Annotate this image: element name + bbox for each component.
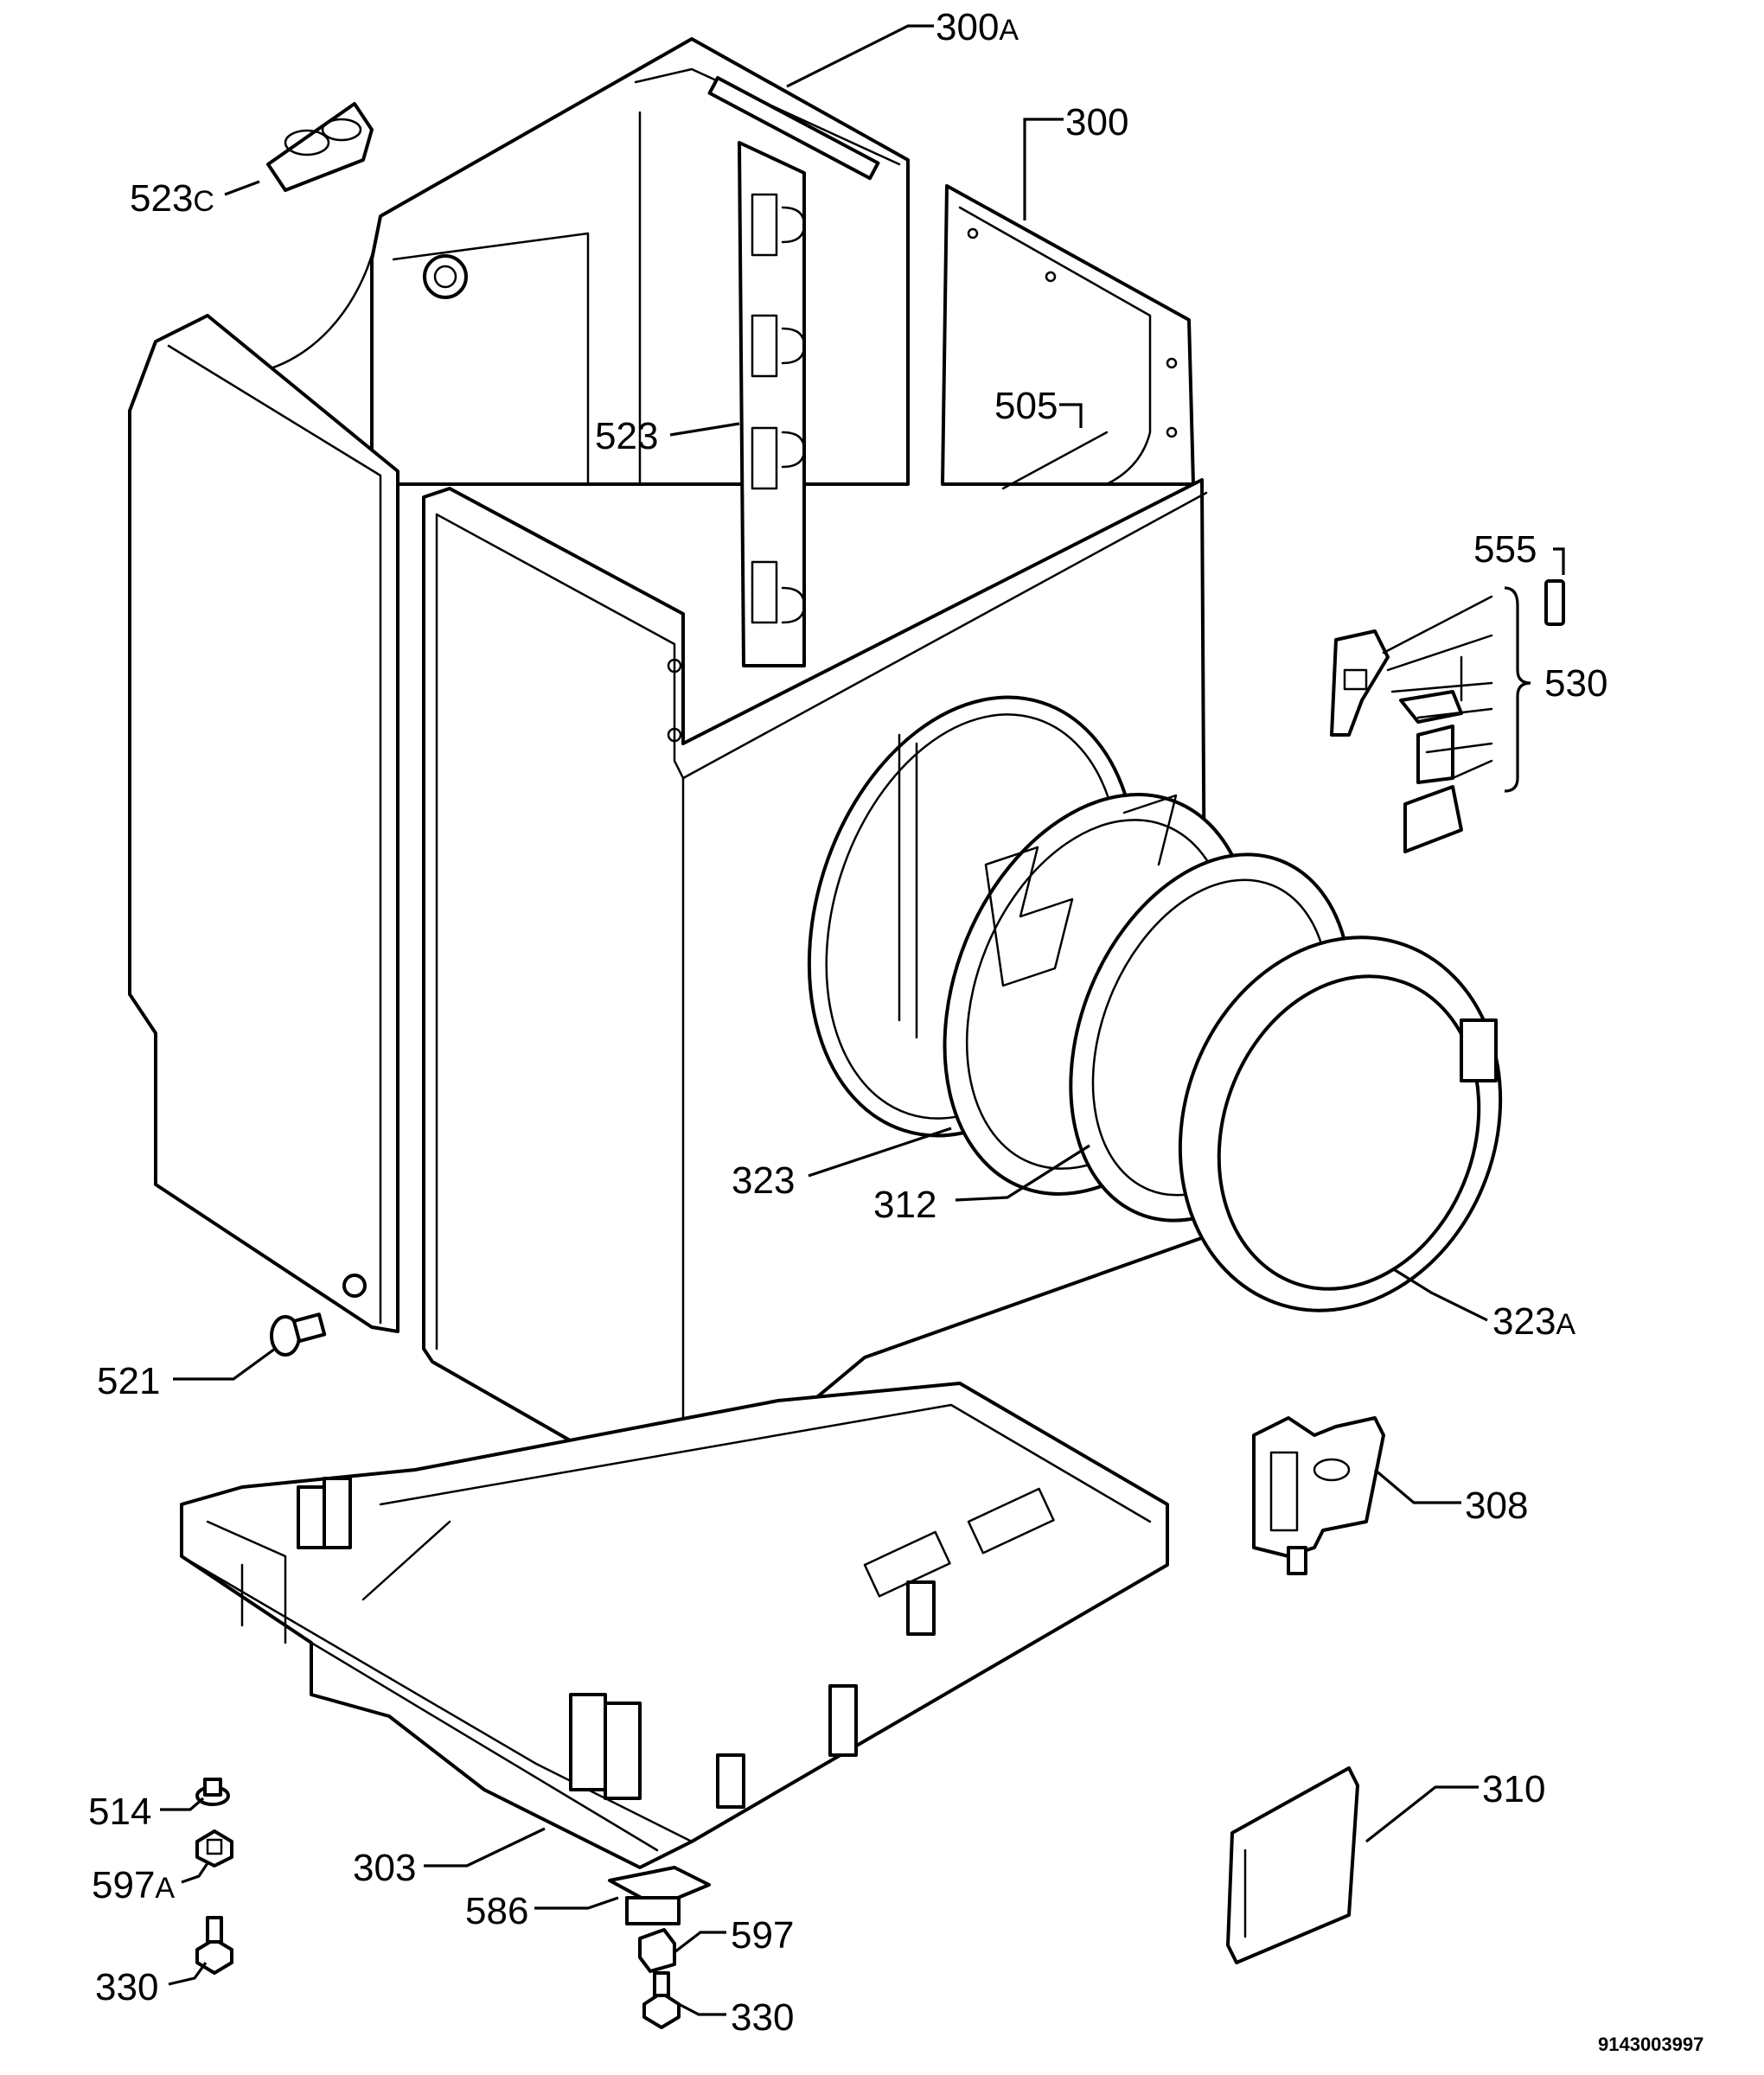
drawing-code: 9143003997: [1598, 2034, 1703, 2055]
label-323a: 323A: [1492, 1300, 1575, 1343]
label-323: 323: [732, 1159, 795, 1202]
label-505: 505: [994, 385, 1058, 427]
part-555: [1544, 579, 1565, 626]
screw-514: [195, 1778, 230, 1806]
label-330-left: 330: [95, 1966, 158, 2008]
door-323a: [1178, 935, 1503, 1312]
label-303: 303: [353, 1847, 416, 1889]
hinge-308: [1252, 1416, 1385, 1575]
label-523c: 523C: [130, 177, 214, 220]
rail-523: [738, 141, 806, 667]
bolt-330-right: [642, 1971, 681, 2029]
label-308: 308: [1465, 1484, 1528, 1527]
foot-586: [608, 1866, 711, 1925]
label-530: 530: [1544, 662, 1607, 705]
leader-lines: [160, 24, 1565, 2016]
label-521: 521: [97, 1360, 160, 1402]
right-side-panel-300: [941, 184, 1195, 490]
flap-310: [1226, 1766, 1359, 1964]
label-514: 514: [88, 1791, 151, 1833]
bolt-330-left: [195, 1916, 233, 1975]
bracket-530: [1504, 586, 1531, 793]
label-330-right: 330: [731, 1996, 794, 2039]
nut-597: [638, 1928, 676, 1973]
label-310: 310: [1482, 1768, 1545, 1810]
label-597: 597: [731, 1914, 794, 1957]
label-300: 300: [1065, 101, 1128, 144]
label-597a: 597A: [92, 1864, 175, 1906]
clip-523c: [266, 102, 374, 192]
label-586: 586: [465, 1890, 528, 1932]
door-lock-530: [1330, 595, 1493, 853]
nut-597a: [195, 1829, 233, 1868]
label-555: 555: [1473, 528, 1537, 571]
left-side-panel: [128, 314, 399, 1333]
label-312: 312: [873, 1184, 936, 1226]
base-frame-303: [180, 1382, 1169, 1869]
screw-521: [270, 1312, 327, 1357]
label-523: 523: [595, 415, 658, 457]
label-300a: 300A: [936, 6, 1019, 48]
